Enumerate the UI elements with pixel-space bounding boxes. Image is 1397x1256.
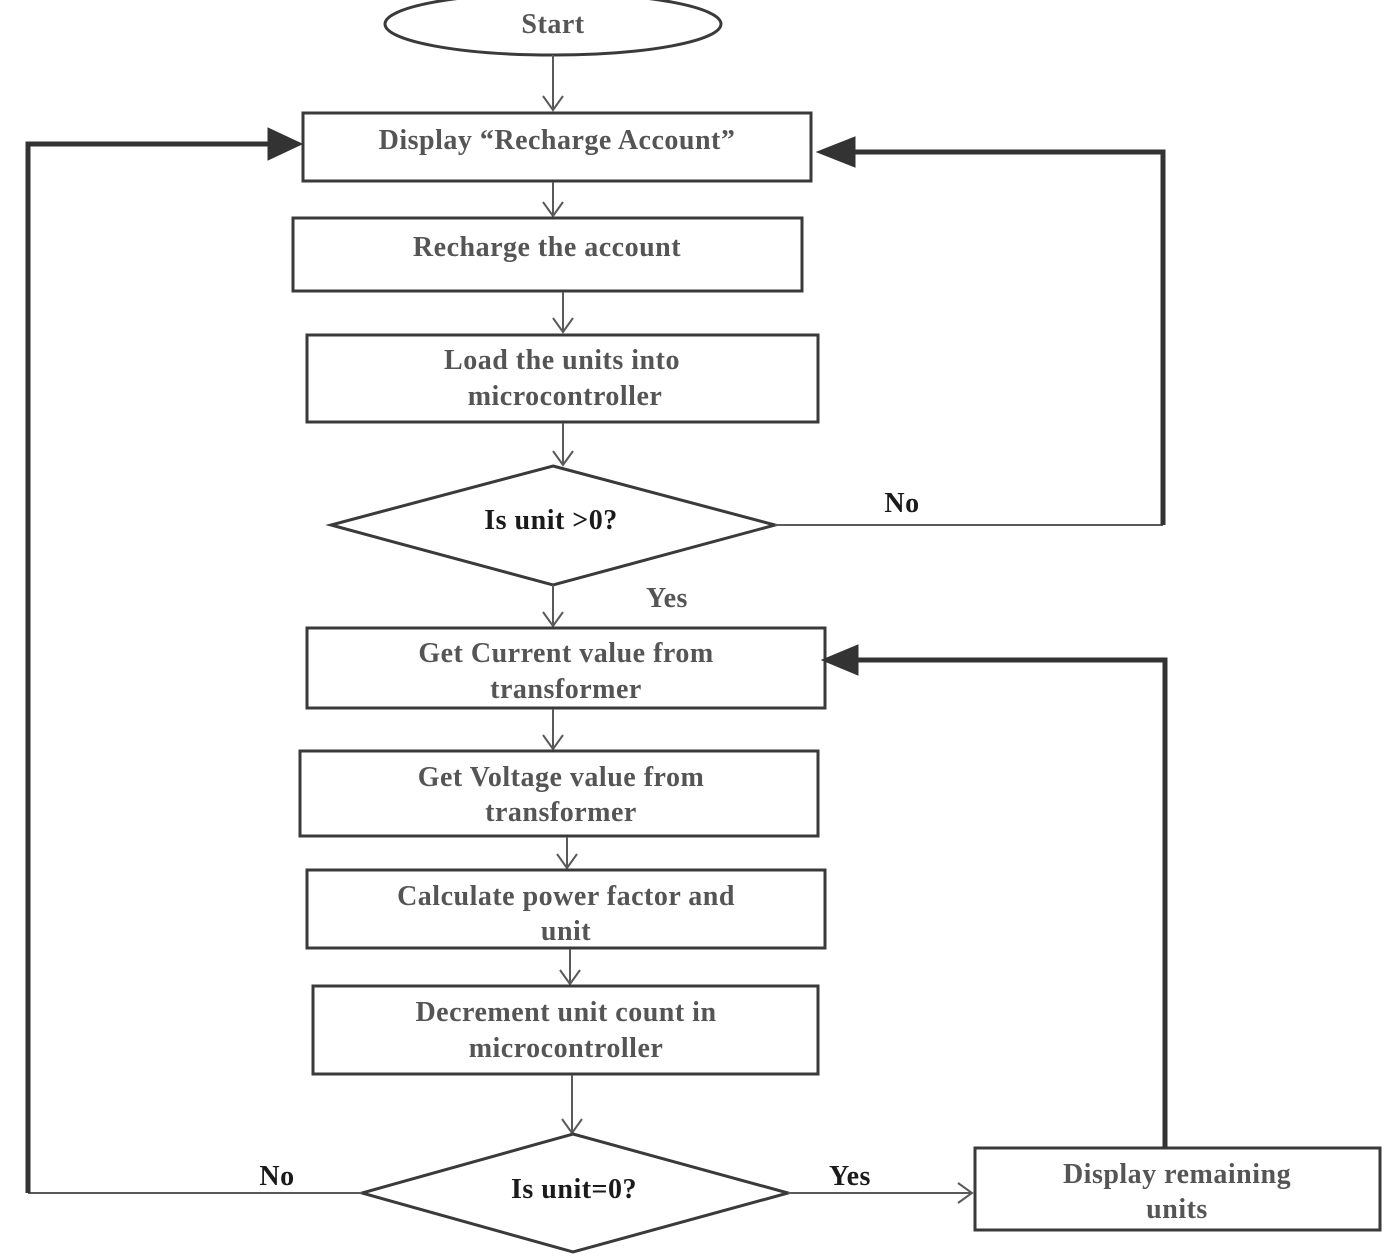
display-remaining-box	[973, 1146, 1382, 1232]
loop-gt0-no-to-display	[775, 136, 1166, 526]
display-remaining-label-line2: units	[1146, 1194, 1208, 1225]
get-current-label-line1: Get Current value from	[418, 638, 713, 669]
arrow-eq0-yes-to-remaining	[788, 1182, 974, 1204]
recharge-account-label: Recharge the account	[413, 232, 681, 263]
arrow-recharge-to-load	[552, 292, 574, 334]
start-label: Start	[521, 9, 584, 40]
decrement-label-line2: microcontroller	[469, 1033, 664, 1064]
get-current-label-line2: transformer	[490, 674, 642, 705]
eq0-no-label: No	[259, 1161, 294, 1192]
loop-remaining-to-current	[820, 644, 1168, 1148]
eq0-yes-label: Yes	[829, 1161, 871, 1192]
decrement-box	[311, 984, 820, 1076]
arrow-calc-to-decrement	[559, 949, 581, 986]
decision-unit-eq0	[356, 1132, 794, 1254]
decision-unit-eq0-label: Is unit=0?	[511, 1174, 637, 1205]
get-voltage-label-line1: Get Voltage value from	[418, 762, 705, 793]
decrement-label-line1: Decrement unit count in	[415, 997, 716, 1028]
arrow-display-to-recharge	[542, 182, 564, 218]
display-recharge-label: Display “Recharge Account”	[379, 125, 736, 156]
arrow-current-to-voltage	[542, 709, 564, 751]
get-voltage-box	[298, 749, 820, 838]
calc-power-label-line2: unit	[541, 916, 591, 947]
get-voltage-label-line2: transformer	[485, 797, 637, 828]
arrow-load-to-decision1	[552, 423, 574, 467]
gt0-no-label: No	[884, 488, 919, 519]
arrow-gt0-yes-to-current	[542, 585, 564, 628]
decision-unit-gt0-label: Is unit >0?	[484, 505, 618, 536]
gt0-yes-label: Yes	[646, 583, 688, 614]
arrow-voltage-to-calc	[556, 837, 578, 870]
calc-power-label-line1: Calculate power factor and	[397, 881, 735, 912]
display-remaining-label-line1: Display remaining	[1063, 1159, 1291, 1190]
arrow-decrement-to-decision2	[561, 1075, 583, 1135]
loop-eq0-no-to-display	[25, 127, 362, 1194]
display-recharge-box	[301, 111, 813, 183]
load-units-box	[305, 333, 820, 424]
recharge-account-box	[291, 216, 804, 293]
calc-power-box	[305, 868, 827, 950]
arrow-start-to-display	[542, 55, 564, 112]
load-units-label-line2: microcontroller	[468, 381, 663, 412]
load-units-label-line1: Load the units into	[444, 345, 680, 376]
get-current-box	[305, 626, 827, 710]
